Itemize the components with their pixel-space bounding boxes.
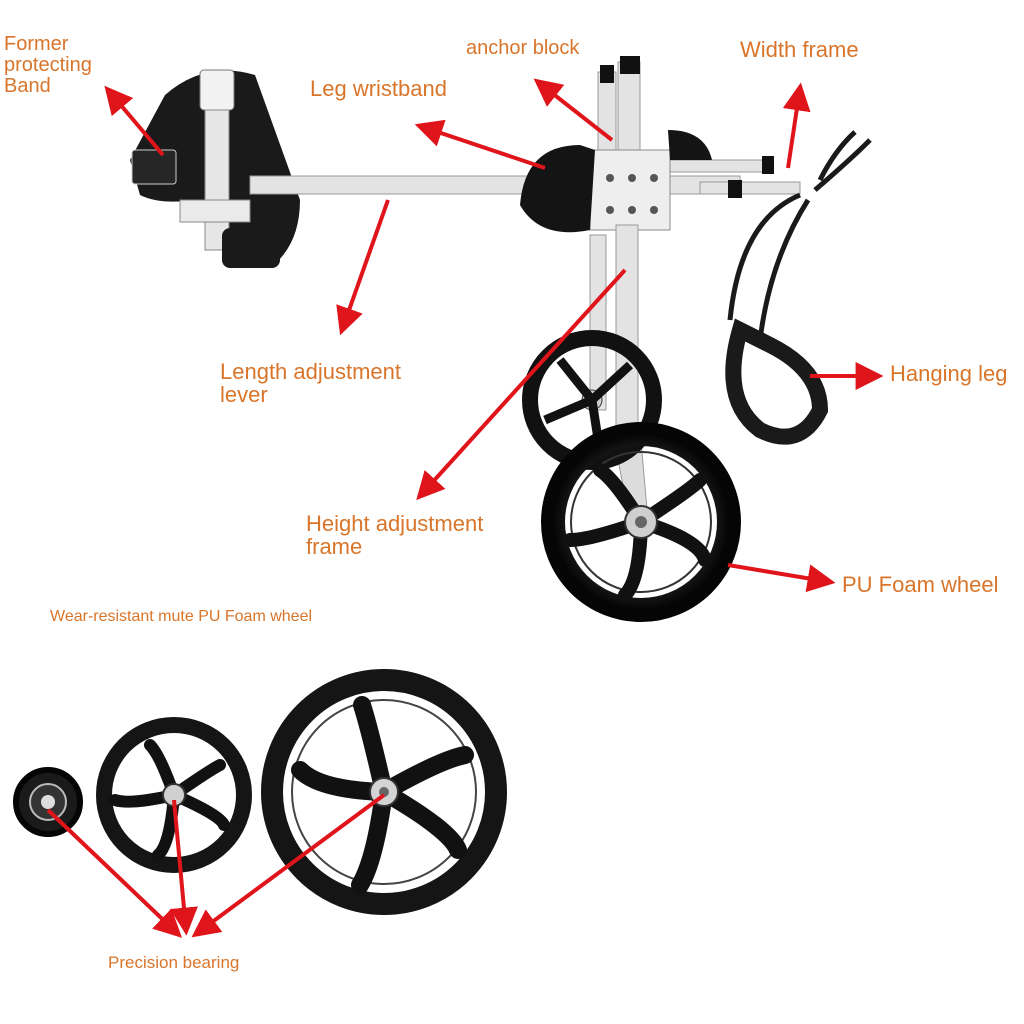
arrow-anchor-block [533, 78, 614, 142]
arrow-bearing-medium [170, 799, 198, 936]
label-height-line1: Height adjustment [306, 511, 484, 536]
label-hanging-leg: Hanging leg [890, 361, 1008, 386]
wheelchair-frame [249, 56, 801, 521]
arrow-former-band [104, 85, 165, 157]
caption-wear-resistant: Wear-resistant mute PU Foam wheel [50, 608, 313, 625]
protecting-band-harness [130, 69, 300, 268]
label-former-line2: protecting [4, 54, 92, 76]
wheel-size-medium [96, 717, 252, 873]
label-length-adjustment-lever: Length adjustment lever [220, 360, 401, 406]
label-anchor-block: anchor block [466, 37, 580, 59]
pu-foam-wheel-main [541, 422, 741, 622]
label-length-line1: Length adjustment [220, 359, 402, 384]
arrow-leg-wristband [414, 119, 546, 170]
pointer-arrows [46, 78, 884, 938]
arrow-width-frame [782, 82, 811, 169]
label-precision-bearing: Precision bearing [108, 953, 240, 972]
label-pu-foam-wheel: PU Foam wheel [842, 572, 999, 597]
label-height-adjustment-frame: Height adjustment frame [306, 512, 483, 558]
label-former-line3: Band [4, 75, 51, 97]
label-former-protecting-band: Former protecting Band [4, 34, 92, 97]
label-length-line2: lever [220, 382, 268, 408]
label-width-frame: Width frame [740, 37, 859, 62]
arrow-pu-wheel [727, 563, 836, 593]
label-leg-wristband: Leg wristband [310, 76, 447, 101]
arrow-length-lever [336, 199, 390, 336]
arrow-bearing-large [191, 793, 386, 938]
label-height-line2: frame [306, 534, 363, 560]
wheel-size-small [13, 767, 83, 837]
hanging-leg-straps [725, 130, 872, 445]
label-former-line1: Former [4, 33, 69, 55]
arrow-bearing-small [46, 808, 183, 938]
wheel-size-large [261, 669, 507, 915]
arrow-height-frame [416, 268, 627, 501]
